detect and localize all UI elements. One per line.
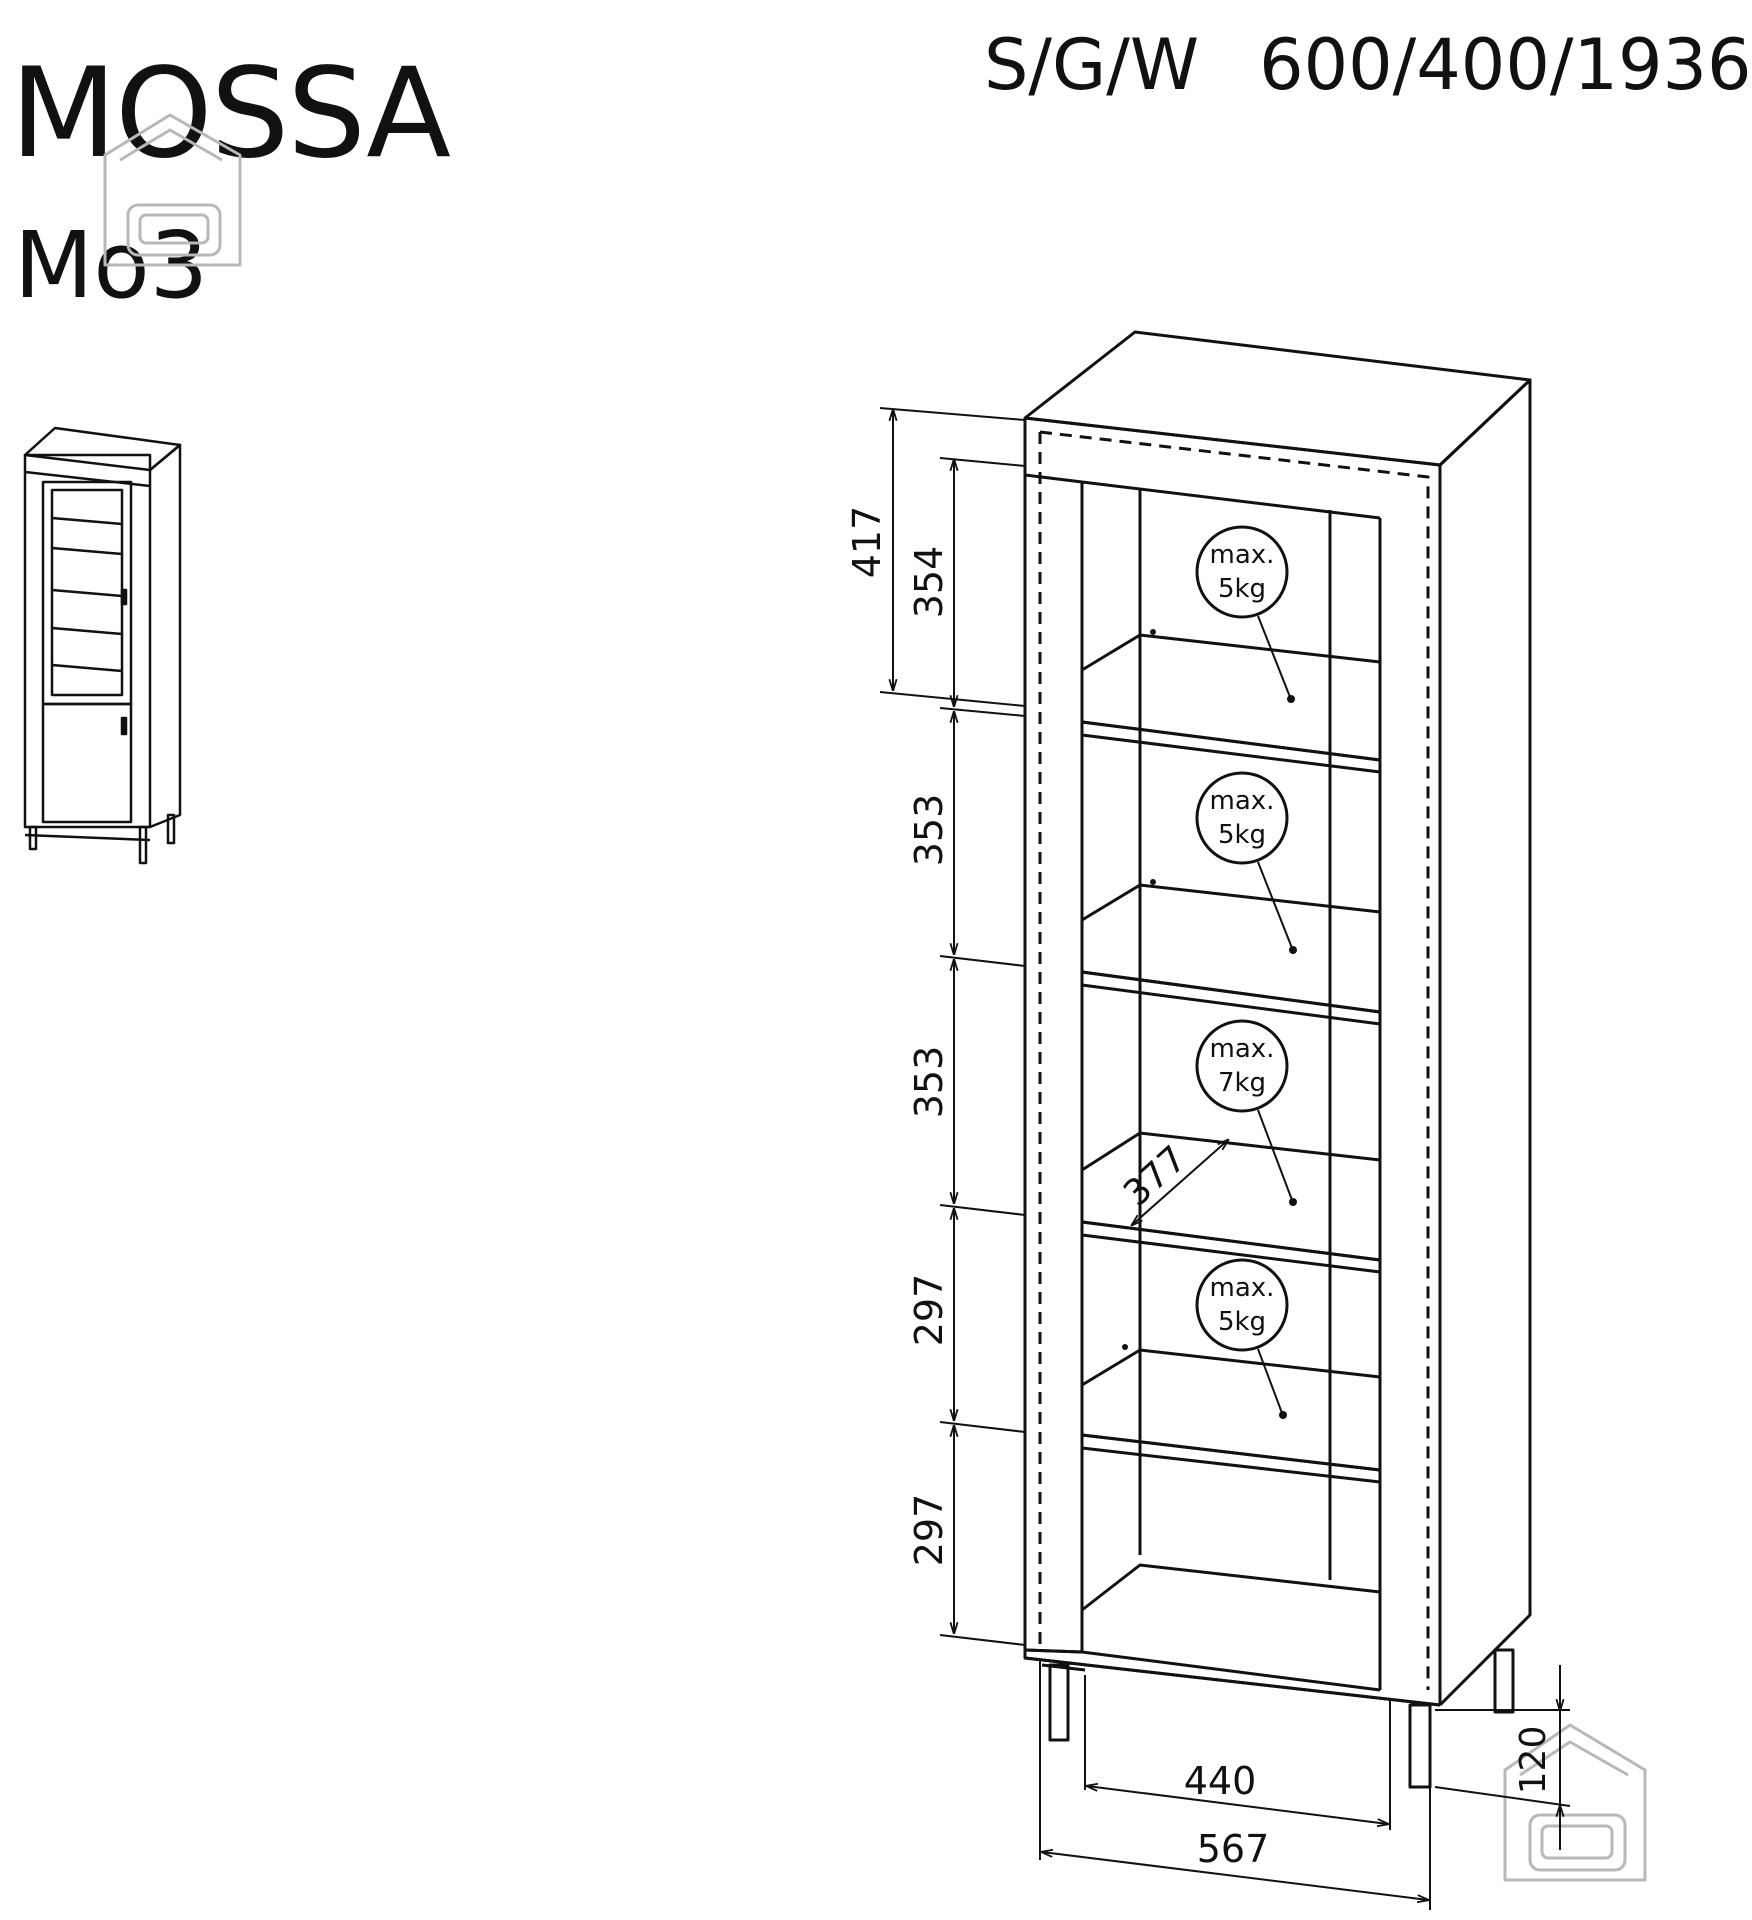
leg-height-dimension [1434,1665,1571,1850]
watermark-logo-top [103,113,242,267]
dimension-values: 600/400/1936 [1259,24,1752,106]
dim-shelf-depth: 377 [1116,1138,1195,1214]
legs [1041,1648,1515,1789]
product-name: MOSSA [10,42,451,186]
load-2-line1: max. [1210,786,1275,816]
load-badge-1 [1150,525,1295,703]
load-4-line2: 5kg [1218,1307,1266,1337]
dimension-keys: S/G/W [984,24,1200,106]
dim-leg-spacing: 440 [1184,1759,1257,1803]
load-1-line1: max. [1210,540,1275,570]
load-3-line2: 7kg [1218,1068,1266,1098]
shelf-2 [1081,883,1382,1026]
dim-compartment-1: 354 [907,546,951,619]
dim-inner-width: 567 [1197,1827,1270,1871]
shelf-3 [1081,1131,1382,1274]
dim-compartment-2: 353 [907,794,951,867]
thumbnail-cabinet [23,426,182,865]
dim-compartment-5: 297 [907,1494,951,1567]
vertical-dimensions [879,407,1026,1646]
dim-leg-height: 120 [1513,1726,1554,1795]
load-4-line1: max. [1210,1273,1275,1303]
load-badge-4 [1122,1258,1289,1419]
technical-drawing: max. 5kg max. 5kg max. 7kg max. 5kg 417 … [23,113,1647,1910]
shelf-1 [1081,633,1382,774]
load-badge-3 [1195,1019,1297,1206]
shelf-depth-arrow [1132,1140,1228,1225]
load-badge-2 [1150,771,1297,954]
load-2-line2: 5kg [1218,820,1266,850]
main-cabinet [1023,330,1532,1789]
load-3-line1: max. [1210,1034,1275,1064]
dim-compartment-3: 353 [907,1046,951,1119]
shelf-4 [1081,1348,1382,1484]
dim-top-outer: 417 [845,506,889,579]
bottom-panel [1081,1563,1381,1692]
load-1-line2: 5kg [1218,574,1266,604]
dim-compartment-4: 297 [907,1274,951,1347]
horizontal-dimensions [1039,1660,1431,1910]
